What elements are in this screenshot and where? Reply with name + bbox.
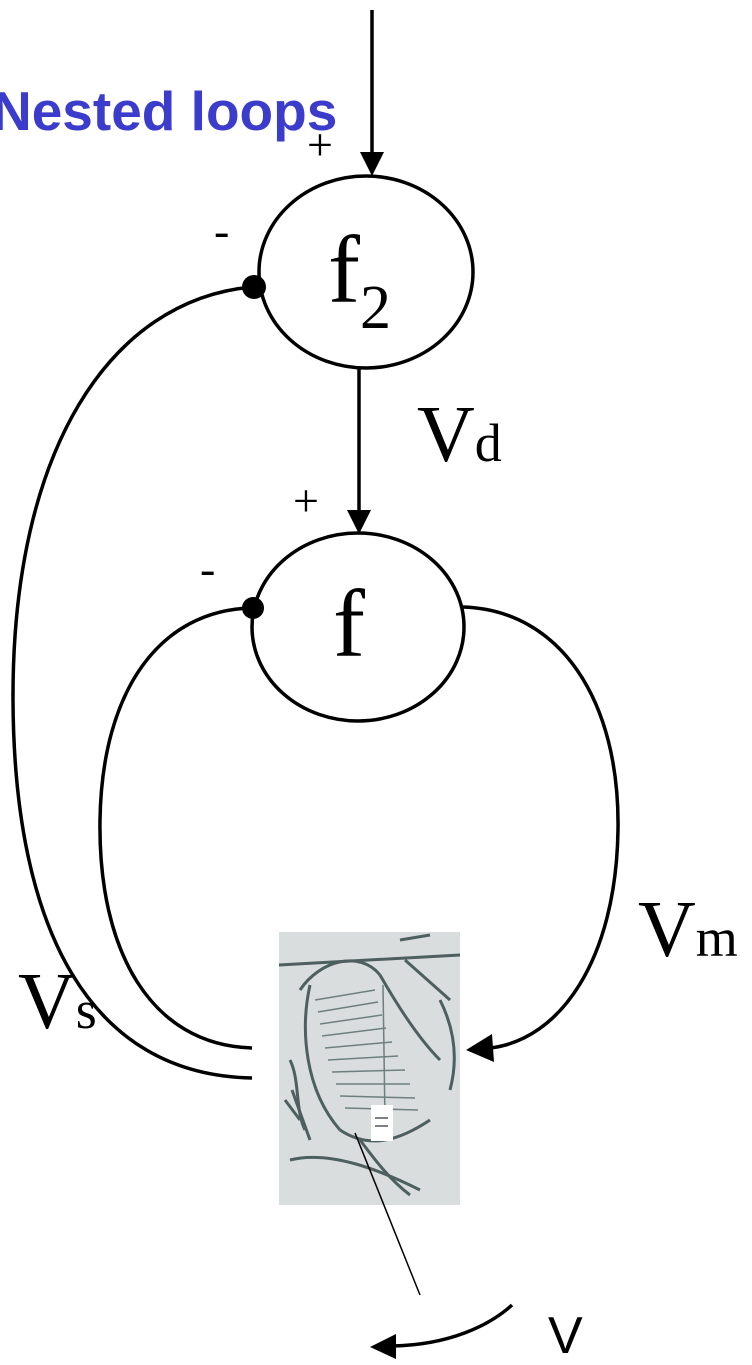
vd-arrow (347, 368, 371, 534)
input-arrow (360, 10, 384, 176)
v-label: V (548, 1310, 583, 1362)
vs-subscript: s (76, 980, 97, 1040)
vm-subscript: m (696, 908, 738, 968)
vm-main: V (638, 886, 696, 974)
page-title: Nested loops (0, 84, 337, 139)
vs-main: V (18, 958, 76, 1046)
f-inhibitory-dot (242, 597, 264, 619)
f-main-text: f (333, 570, 365, 677)
vd-subscript: d (475, 413, 502, 473)
vs-label: Vs (18, 962, 97, 1042)
vd-main: V (417, 391, 475, 479)
vm-label: Vm (638, 890, 738, 970)
f2-plus-sign: + (307, 122, 333, 168)
f2-subscript: 2 (360, 274, 391, 342)
f2-main-text: f (328, 216, 360, 323)
vm-feedback-arrow (463, 607, 618, 1062)
vd-label: Vd (417, 395, 502, 475)
f-plus-sign: + (293, 478, 319, 524)
v-rotation-arrow (370, 1305, 512, 1359)
f2-minus-sign: - (214, 208, 229, 254)
muscle-spindle-image (279, 932, 460, 1205)
f2-node-label: f2 (328, 222, 391, 318)
f2-inhibitory-dot (242, 275, 266, 299)
f-node-label: f (333, 576, 365, 672)
inner-feedback-path (100, 608, 252, 1048)
f-minus-sign: - (200, 546, 215, 592)
